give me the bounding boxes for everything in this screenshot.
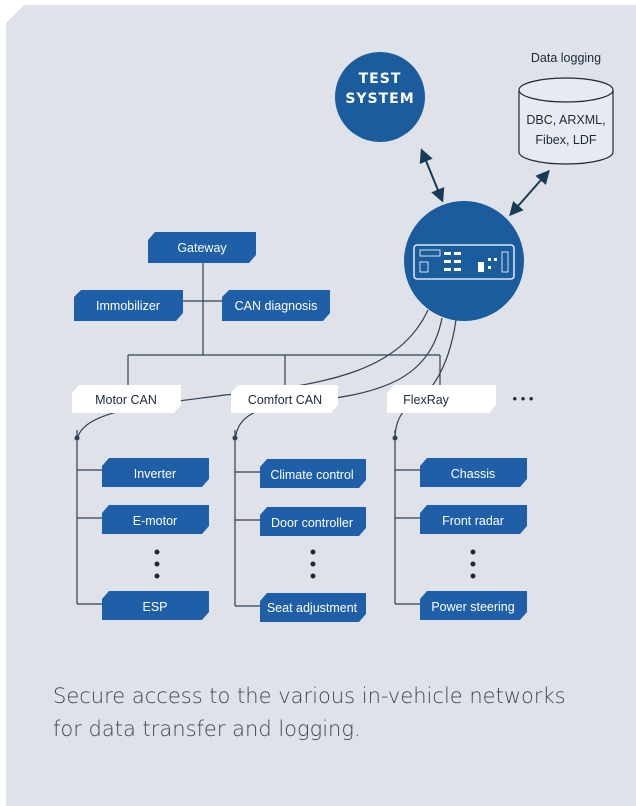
caption-line-1: Secure access to the various in-vehicle … xyxy=(53,684,566,708)
gateway-label: Gateway xyxy=(177,241,227,255)
esp-node: ESP xyxy=(102,591,209,620)
data-logging-arrow xyxy=(509,169,550,217)
front-radar-node: Front radar xyxy=(420,505,527,534)
caption-line-2: for data transfer and logging. xyxy=(53,717,361,741)
flexray-more-dots xyxy=(470,549,476,579)
motor-can-label: Motor CAN xyxy=(95,393,157,407)
door-controller-node: Door controller xyxy=(260,507,366,536)
test-system-label-2: SYSTEM xyxy=(345,91,414,107)
e-motor-label: E-motor xyxy=(133,514,177,528)
seat-adjustment-label: Seat adjustment xyxy=(267,601,358,615)
esp-label: ESP xyxy=(142,600,167,614)
seat-adjustment-node: Seat adjustment xyxy=(260,593,366,622)
climate-control-label: Climate control xyxy=(270,468,353,482)
immobilizer-node: Immobilizer xyxy=(74,290,183,321)
test-system-node: TEST SYSTEM xyxy=(335,52,425,142)
flexray-label: FlexRay xyxy=(403,393,450,407)
can-diagnosis-node: CAN diagnosis xyxy=(222,290,330,321)
data-logging-title: Data logging xyxy=(531,51,601,65)
e-motor-node: E-motor xyxy=(102,505,209,534)
panel-corner-cut xyxy=(6,5,24,23)
chassis-label: Chassis xyxy=(451,467,495,481)
immobilizer-label: Immobilizer xyxy=(96,299,160,313)
flexray-bus: FlexRay xyxy=(387,385,496,413)
bus-junctions xyxy=(74,435,398,441)
comfort-more-dots xyxy=(310,549,316,579)
climate-control-node: Climate control xyxy=(260,459,366,488)
motor-can-bus: Motor CAN xyxy=(72,385,181,413)
power-steering-label: Power steering xyxy=(431,600,514,614)
inverter-node: Inverter xyxy=(102,458,209,487)
gateway-node: Gateway xyxy=(148,232,256,263)
power-steering-node: Power steering xyxy=(420,591,527,620)
hardware-device-icon xyxy=(413,244,515,280)
comfort-can-bus: Comfort CAN xyxy=(231,385,338,413)
test-system-arrow xyxy=(419,148,445,203)
inverter-label: Inverter xyxy=(134,467,176,481)
data-logging-database: Data logging DBC, ARXML, Fibex, LDF xyxy=(518,51,614,165)
data-logging-formats-2: Fibex, LDF xyxy=(535,133,596,147)
chassis-node: Chassis xyxy=(420,458,527,487)
interface-device-node xyxy=(404,201,524,321)
motor-more-dots xyxy=(154,549,160,579)
door-controller-label: Door controller xyxy=(271,516,353,530)
can-diagnosis-label: CAN diagnosis xyxy=(235,299,318,313)
front-radar-label: Front radar xyxy=(442,514,504,528)
comfort-can-label: Comfort CAN xyxy=(248,393,322,407)
test-system-label-1: TEST xyxy=(359,71,402,87)
more-buses-ellipsis: • • • xyxy=(513,391,534,406)
diagram-caption: Secure access to the various in-vehicle … xyxy=(53,680,593,746)
data-logging-formats-1: DBC, ARXML, xyxy=(526,113,605,127)
